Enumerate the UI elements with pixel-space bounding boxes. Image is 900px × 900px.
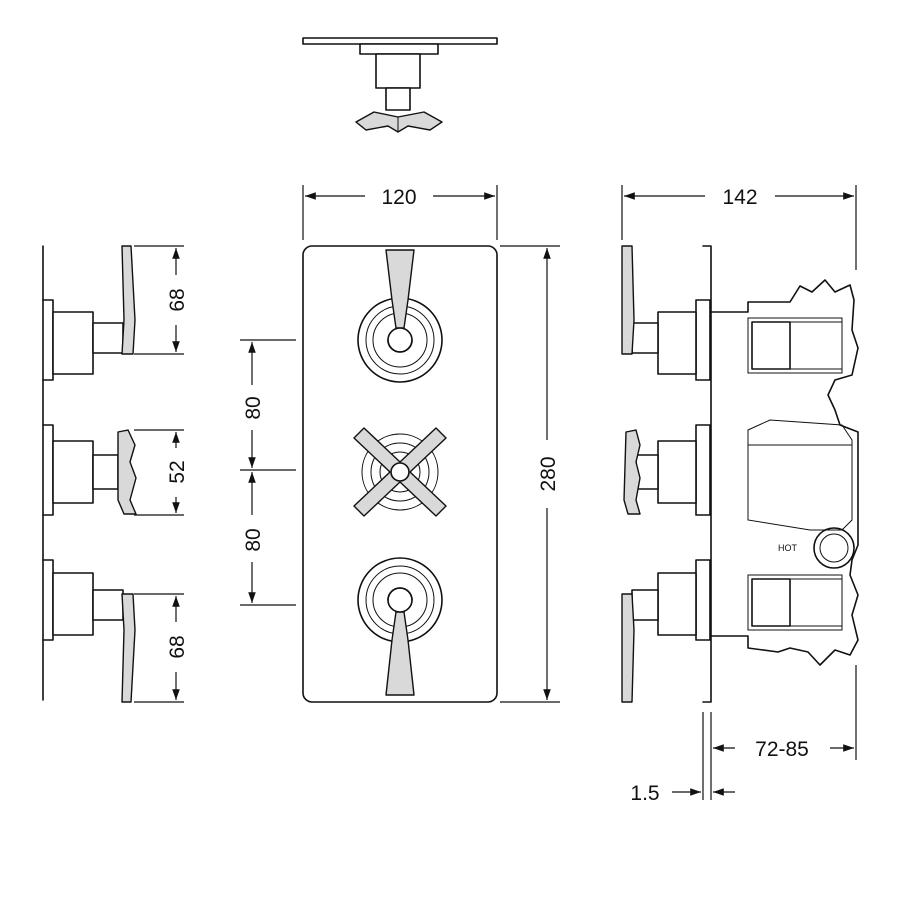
hot-label: HOT [778, 543, 798, 553]
left-side-view: 68 52 68 [42, 245, 189, 703]
dim-handle-middle: 52 [166, 460, 189, 483]
dim-front-width: 120 [381, 186, 416, 209]
dim-handle-lower: 68 [166, 635, 189, 658]
upper-lever-control [357, 249, 443, 383]
top-view [302, 37, 498, 133]
dim-side-width: 142 [722, 186, 757, 209]
dim-handle-upper: 68 [166, 288, 189, 311]
middle-cross-control [353, 427, 447, 517]
right-side-view: HOT 142 72-85 1.5 [621, 185, 859, 805]
dim-spacing-lower: 80 [242, 528, 265, 551]
front-view: 120 280 80 80 [240, 185, 560, 703]
dim-front-height: 280 [537, 456, 560, 491]
dim-depth: 72-85 [755, 738, 809, 761]
dim-plate-thickness: 1.5 [630, 782, 659, 805]
lower-lever-control [357, 557, 443, 696]
dim-spacing-upper: 80 [242, 396, 265, 419]
